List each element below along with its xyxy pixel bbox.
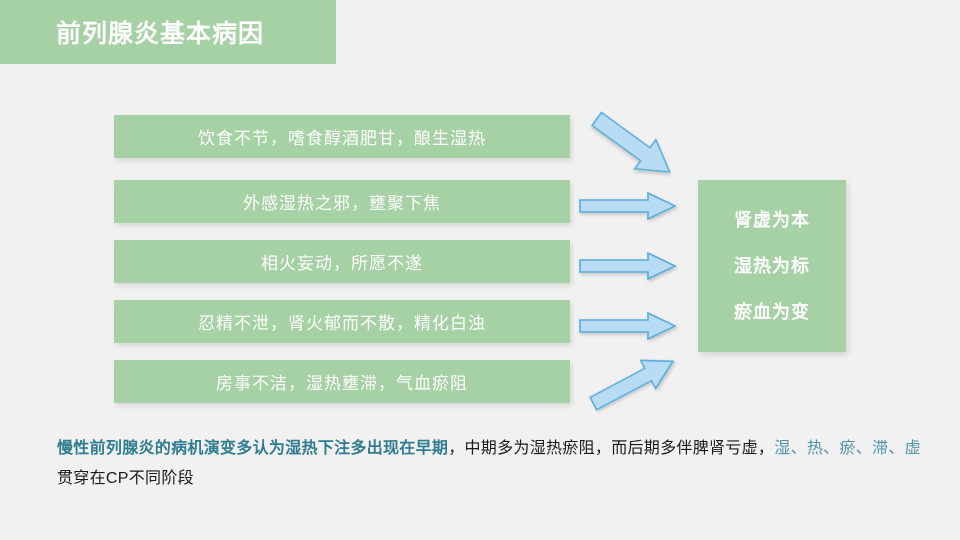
cause-box-1[interactable]: 饮食不节，嗜食醇酒肥甘，酿生湿热	[114, 115, 570, 158]
arrow-diagonal-up-icon	[586, 348, 682, 416]
summary-segment-black-2: 贯穿在CP不同阶段	[57, 470, 194, 487]
cause-box-3-label: 相火妄动，所愿不遂	[261, 254, 423, 273]
cause-box-5-label: 房事不洁，湿热壅滞，气血瘀阻	[216, 374, 468, 393]
arrow-diagonal-down-icon	[586, 111, 682, 180]
cause-box-2-label: 外感湿热之邪，壅聚下焦	[243, 194, 441, 213]
summary-segment-black-1: ，中期多为湿热瘀阻，而后期多伴脾肾亏虚，	[448, 440, 775, 457]
summary-paragraph: 慢性前列腺炎的病机演变多认为湿热下注多出现在早期，中期多为湿热瘀阻，而后期多伴脾…	[57, 434, 927, 494]
cause-box-5[interactable]: 房事不洁，湿热壅滞，气血瘀阻	[114, 360, 570, 403]
result-line-3: 瘀血为变	[734, 302, 810, 322]
result-line-1: 肾虚为本	[734, 210, 810, 230]
arrow-right-3-icon	[578, 311, 678, 341]
summary-segment-bold: 慢性前列腺炎的病机演变多认为湿热下注多出现在早期	[57, 440, 449, 457]
arrow-right-2-icon	[578, 251, 678, 281]
cause-box-4-label: 忍精不泄，肾火郁而不散，精化白浊	[198, 314, 486, 333]
page-title: 前列腺炎基本病因	[56, 20, 265, 48]
summary-segment-teal: 湿、热、瘀、滞、虚	[774, 440, 921, 457]
title-banner: 前列腺炎基本病因	[0, 0, 336, 64]
cause-box-2[interactable]: 外感湿热之邪，壅聚下焦	[114, 180, 570, 223]
result-box[interactable]: 肾虚为本 湿热为标 瘀血为变	[698, 180, 846, 352]
arrow-right-1-icon	[578, 191, 678, 221]
cause-box-1-label: 饮食不节，嗜食醇酒肥甘，酿生湿热	[198, 129, 486, 148]
result-line-2: 湿热为标	[734, 256, 810, 276]
cause-box-4[interactable]: 忍精不泄，肾火郁而不散，精化白浊	[114, 300, 570, 343]
cause-box-3[interactable]: 相火妄动，所愿不遂	[114, 240, 570, 283]
